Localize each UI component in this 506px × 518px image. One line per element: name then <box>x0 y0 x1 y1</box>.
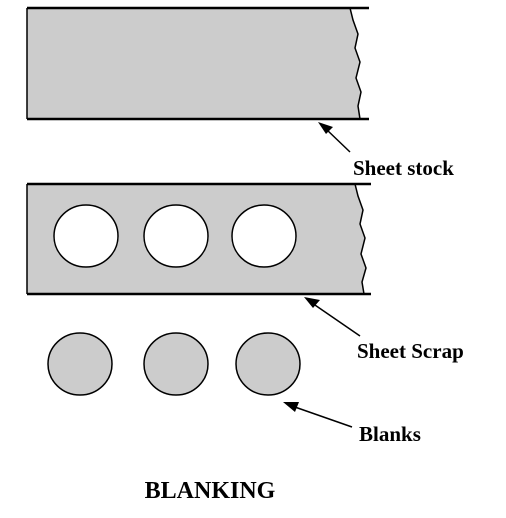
sheet-stock-outline <box>27 7 362 120</box>
blank-disc <box>47 332 113 396</box>
label-blanks: Blanks <box>359 422 421 446</box>
diagram-title: BLANKING <box>145 478 276 504</box>
blank-disc <box>235 332 301 396</box>
sheet-scrap <box>26 182 371 296</box>
arrow-sheet-scrap <box>304 297 361 337</box>
scrap-hole <box>53 204 119 268</box>
sheet-scrap-outline <box>27 183 367 295</box>
arrow-sheet-stock <box>318 122 351 153</box>
sheet-stock-fill <box>27 8 361 119</box>
scrap-hole <box>231 204 297 268</box>
sheet-stock <box>26 6 369 121</box>
label-sheet-scrap: Sheet Scrap <box>357 339 464 363</box>
scrap-hole <box>143 204 209 268</box>
label-sheet-stock: Sheet stock <box>353 156 454 180</box>
arrow-blanks <box>283 402 353 428</box>
blank-disc <box>143 332 209 396</box>
blanks <box>47 332 301 396</box>
pointer-arrows <box>283 122 361 428</box>
